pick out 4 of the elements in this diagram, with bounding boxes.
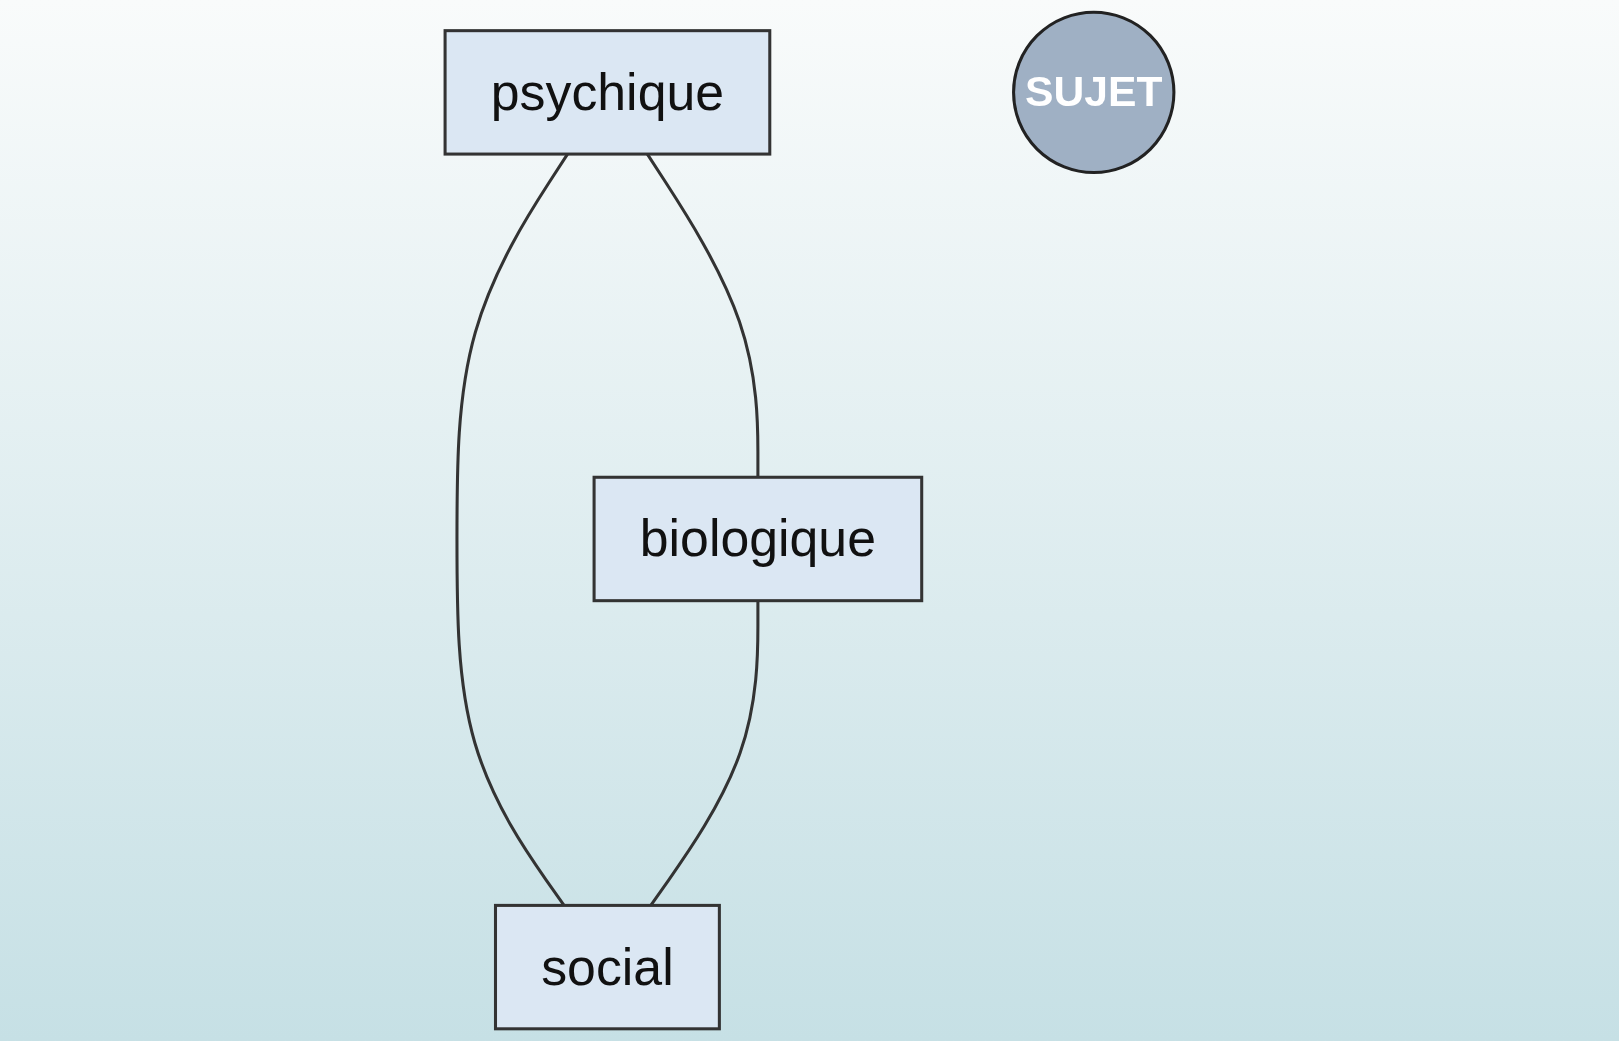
node-box: biologique [592,475,924,603]
node-box: psychique [443,29,772,156]
node-box: social [493,903,721,1031]
node-circle: SUJET [1012,10,1176,175]
